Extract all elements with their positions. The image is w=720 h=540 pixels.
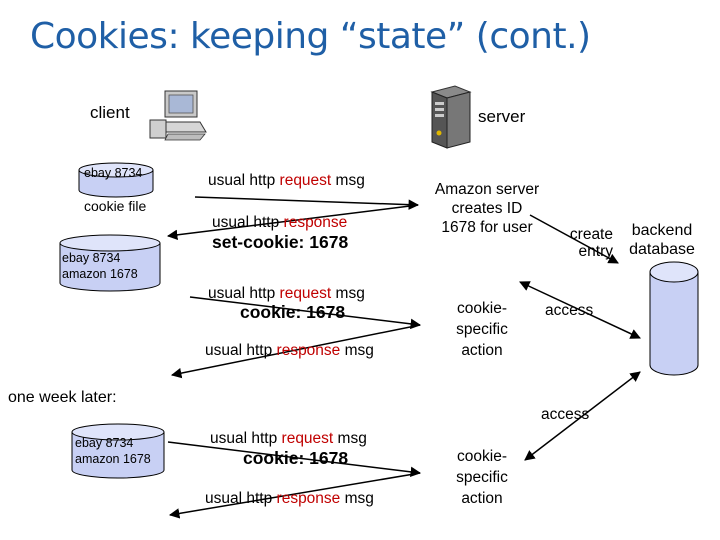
page-title: Cookies: keeping “state” (cont.) (30, 16, 591, 57)
cookie-header: cookie: 1678 (240, 302, 346, 322)
backend-database-label: backend database (629, 222, 695, 258)
set-cookie-header: set-cookie: 1678 (212, 232, 349, 252)
response-message: usual http response (212, 214, 348, 231)
response-message: usual http response msg (205, 490, 374, 507)
server-tower-icon (430, 85, 472, 149)
access-label: access (541, 406, 590, 423)
response-arrow-3 (168, 472, 421, 519)
cookie-entry: ebay 8734 (62, 251, 121, 265)
cookie-file-label: cookie file (84, 198, 147, 214)
cookie-header: cookie: 1678 (243, 448, 349, 468)
response-message: usual http response msg (205, 342, 374, 359)
cookie-specific-action-note: cookie- specific action (456, 300, 508, 359)
cookie-specific-action-note: cookie- specific action (456, 448, 508, 507)
create-entry-label: create entry (569, 226, 613, 260)
request-arrow-1 (194, 196, 420, 210)
cookie-entry: amazon 1678 (62, 267, 138, 281)
access-arrow-2 (524, 371, 641, 461)
request-arrow-2 (189, 296, 422, 330)
cookie-entry: ebay 8734 (84, 166, 143, 180)
cookie-cylinder-icon (59, 234, 161, 292)
one-week-later-label: one week later: (8, 389, 117, 406)
response-arrow-2 (170, 324, 421, 379)
request-arrow-3 (167, 441, 422, 478)
response-arrow-1 (166, 204, 419, 241)
computer-icon (149, 90, 207, 141)
cookie-entry-list: ebay 8734 amazon 1678 (75, 435, 151, 467)
access-arrow-1 (519, 281, 641, 339)
cookie-entry: amazon 1678 (75, 452, 151, 466)
server-label: server (478, 107, 526, 126)
create-entry-arrow (529, 214, 619, 264)
cookie-entry: ebay 8734 (75, 436, 134, 450)
request-message: usual http request msg (210, 430, 367, 447)
request-message: usual http request msg (208, 172, 365, 189)
cookie-cylinder-icon (78, 162, 154, 198)
access-label: access (545, 302, 594, 319)
cookie-cylinder-icon (71, 423, 165, 479)
cookie-entry-list: ebay 8734 amazon 1678 (62, 250, 138, 282)
server-creates-id-note: Amazon server creates ID 1678 for user (434, 181, 540, 236)
request-message: usual http request msg (208, 285, 365, 302)
database-cylinder-icon (649, 261, 699, 376)
client-label: client (90, 103, 130, 122)
